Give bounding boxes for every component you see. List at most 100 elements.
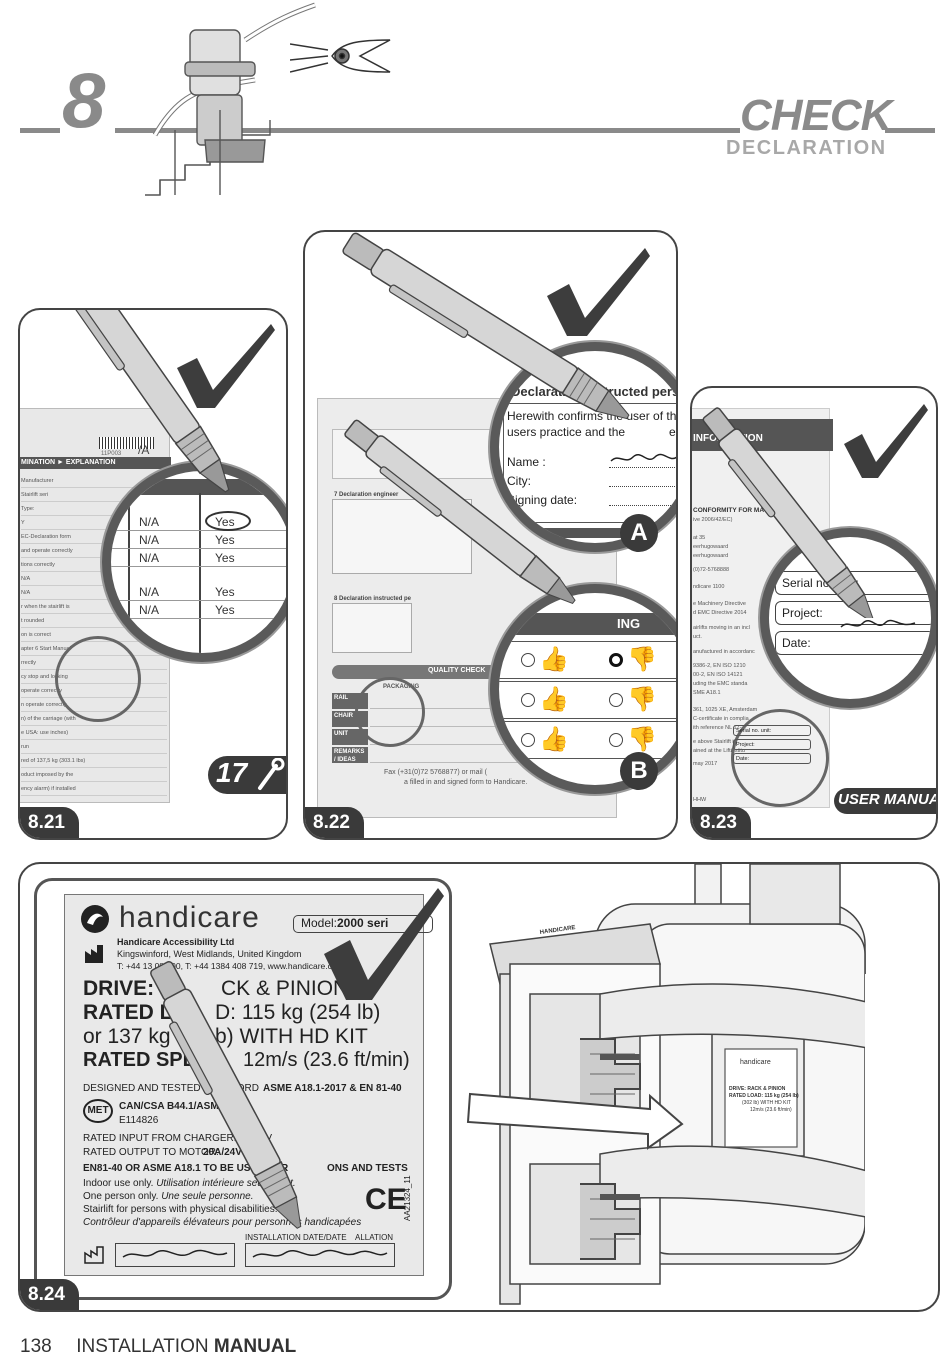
thumbs-up-icon: 👍 <box>539 646 569 673</box>
conformity-line: airlifts moving in an incl <box>693 625 750 631</box>
thumbs-down-icon: 👎 <box>627 686 657 713</box>
plate-install-end: ALLATION <box>355 1233 394 1242</box>
panel-label: 8.24 <box>20 1279 79 1310</box>
signature-scribble <box>610 453 676 462</box>
rating-plate: handicare Model: 2000 seri Handicare Acc… <box>64 894 433 1276</box>
dotted-line-1 <box>609 467 676 468</box>
small-field: Serial no. unit: <box>733 725 811 736</box>
section-7-title: 7 Declaration engineer <box>334 492 399 498</box>
installation-date-box <box>245 1243 395 1267</box>
plate-company: Handicare Accessibility Ltd <box>117 937 235 947</box>
quality-row-label: UNIT <box>332 729 368 745</box>
zoom-row-divider <box>111 618 286 619</box>
signature-scribble-2 <box>252 1249 388 1258</box>
mini-plate-load: RATED LOAD: 115 kg (254 lb) <box>729 1093 799 1099</box>
plate-designed-end: ASME A18.1-2017 & EN 81-40 <box>263 1083 402 1094</box>
zoom-yes: Yes <box>215 533 235 547</box>
pen-icon <box>342 232 630 420</box>
model-box <box>293 915 433 933</box>
conformity-line: eerhugowaard <box>693 553 729 559</box>
mini-plate-speed: 12m/s (23.6 ft/min) <box>750 1107 792 1113</box>
zoom-row-divider <box>111 566 286 567</box>
mini-plate-load2: (302 lb) WITH HD KIT <box>742 1100 791 1106</box>
conformity-line: SME A18.1 <box>693 690 721 696</box>
plate-output: RATED OUTPUT TO MOTOR: <box>83 1147 219 1158</box>
source-circle-c <box>731 709 829 807</box>
conformity-line: uct. <box>693 634 702 640</box>
zoom-b-row <box>499 721 676 759</box>
quality-row <box>370 711 602 727</box>
pen-icon <box>150 961 302 1229</box>
zoom-b-row <box>499 681 676 719</box>
barcode <box>99 437 154 449</box>
barcode-text: 11P003 <box>101 451 122 457</box>
zoom-b-header <box>499 613 676 635</box>
conformity-line: e above Stairlift is <box>693 739 737 745</box>
model-label: Model: <box>301 916 338 930</box>
ce-mark-icon: CE <box>365 1183 407 1216</box>
panel-8-21: 11P003 MINATION ► EXPLANATION Manufactur… <box>18 308 288 840</box>
zoom-row-divider <box>111 530 286 531</box>
conformity-line: 00-2, EN ISO 14121 <box>693 672 743 678</box>
sheet-line: oduct imposed by the <box>21 769 167 782</box>
zoom-na: N/A <box>139 585 160 599</box>
zoom-a-line2-end: e is <box>669 425 676 439</box>
sheet-line: r when the stairlift is <box>21 601 167 614</box>
rail-label: HANDICARE <box>539 925 575 936</box>
sheet-line: Stairlift seri <box>21 489 167 502</box>
conformity-line: may 2017 <box>693 761 718 767</box>
sheet-line: tions correctly <box>21 559 167 572</box>
source-circle-b <box>355 677 425 747</box>
zoom-a-field-date: Signing date: <box>507 493 578 507</box>
page-number: 138 <box>20 1336 52 1357</box>
conformity-line: 9386-2, EN ISO 1210 <box>693 663 746 669</box>
zoom-field: Date: <box>775 631 931 655</box>
user-manual-label: USER MANUAL <box>838 791 938 808</box>
panel-label: 8.21 <box>20 807 79 838</box>
conformity-line: (0)72-5768888 <box>693 567 730 573</box>
plate-brand: handicare <box>119 901 260 934</box>
check-mark-icon <box>177 324 275 408</box>
zoom-na: N/A <box>139 551 160 565</box>
sheet-header-text: MINATION ► EXPLANATION <box>21 459 116 466</box>
conformity-line: ndicare 1100 <box>693 584 725 590</box>
conformity-line: at 35 <box>693 535 706 541</box>
plate-speed-b: 12m/s (23.6 ft/min) <box>243 1049 410 1071</box>
zoom-header-bar <box>111 479 286 495</box>
plate-one-person: One person only. <box>83 1191 159 1202</box>
section-subtitle: DECLARATION <box>726 137 887 159</box>
source-circle <box>55 636 141 722</box>
panel-8-23: INFORMATION CONFORMITY FOR MACHINERY ive… <box>690 386 938 840</box>
sheet-line: Type: <box>21 503 167 516</box>
met-logo-icon: MET <box>83 1099 113 1123</box>
radio-up <box>521 653 535 667</box>
sheet-line: N/A <box>21 587 167 600</box>
footer-text-regular: INSTALLATION <box>76 1336 209 1357</box>
small-field: Project: <box>733 739 811 750</box>
fax-line-1: Fax (+31(0)72 5768877) or mail ( <box>384 769 487 776</box>
conformity-line: ained at the Liftinstitu <box>693 748 745 754</box>
radio-up <box>521 733 535 747</box>
pen-icon-2 <box>344 419 576 605</box>
torque-badge-value: 17 <box>216 757 248 788</box>
quality-row-label: REMARKS / IDEAS <box>332 747 368 763</box>
sheet-line: red of 137,5 kg (303.1 lbs) <box>21 755 167 768</box>
plate-cert: E114826 <box>119 1115 159 1126</box>
plate-indoor: Indoor use only. <box>83 1178 154 1189</box>
header-rule-mid <box>115 128 740 133</box>
user-manual-tag <box>834 788 936 814</box>
stairlift-drive-unit: handicare DRIVE: RACK & PINION RATED LOA… <box>466 864 938 1305</box>
sheet-line: Manufacturer <box>21 475 167 488</box>
pen-icon <box>63 310 230 493</box>
plate-load-a: RATED L <box>83 1001 173 1024</box>
sheet-line: n) of the carriage (with <box>21 713 167 726</box>
stairlift-illustration <box>145 2 316 196</box>
fax-line-2: a filled in and signed form to Handicare… <box>404 779 528 786</box>
plate-speed-a: RATED SPEE <box>83 1049 210 1071</box>
check-mark-icon <box>844 404 928 478</box>
zoom-b-row <box>499 641 676 679</box>
conformity-title: CONFORMITY FOR MACHINERY <box>693 507 794 514</box>
zoom-a-field-name: Name : <box>507 455 546 469</box>
small-field: Date: <box>733 753 811 764</box>
zoom-yes: Yes <box>215 603 235 617</box>
